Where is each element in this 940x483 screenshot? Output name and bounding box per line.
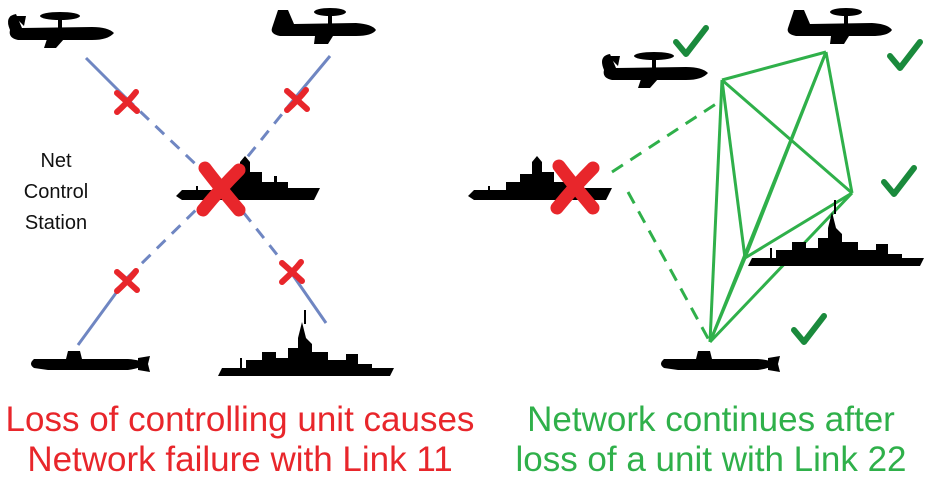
net-control-station-label: Net Control Station <box>14 146 98 239</box>
caption-line: Network failure with Link 11 <box>27 440 453 479</box>
red-x-icon <box>117 92 137 112</box>
caption-line: loss of a unit with Link 22 <box>515 440 907 479</box>
station-label-line: Net <box>40 150 72 172</box>
awacs-aircraft-icon <box>8 12 114 48</box>
checkmark-icon <box>676 28 706 54</box>
checkmark-icon <box>884 168 914 194</box>
awacs-aircraft-icon <box>602 52 708 88</box>
link22-caption: Network continues after loss of a unit w… <box>482 400 940 480</box>
link22-mesh-lines <box>708 50 854 344</box>
link11-caption: Loss of controlling unit causes Network … <box>0 400 480 480</box>
red-x-icon <box>282 262 302 282</box>
checkmark-icon <box>890 42 920 68</box>
warship-icon <box>748 200 924 266</box>
red-x-icon <box>287 90 307 110</box>
caption-line: Network continues after <box>527 400 895 439</box>
transport-aircraft-icon <box>787 8 892 44</box>
station-label-line: Control <box>23 181 89 203</box>
link22-dashed-lines <box>611 98 723 343</box>
submarine-icon <box>661 351 780 372</box>
warship-icon <box>218 310 394 376</box>
destroyer-icon <box>176 156 320 200</box>
transport-aircraft-icon <box>271 8 376 44</box>
station-label-line: Station <box>24 212 88 234</box>
red-x-icon <box>117 271 137 291</box>
submarine-icon <box>31 351 150 372</box>
caption-line: Loss of controlling unit causes <box>5 400 475 439</box>
checkmark-icon <box>794 316 824 342</box>
